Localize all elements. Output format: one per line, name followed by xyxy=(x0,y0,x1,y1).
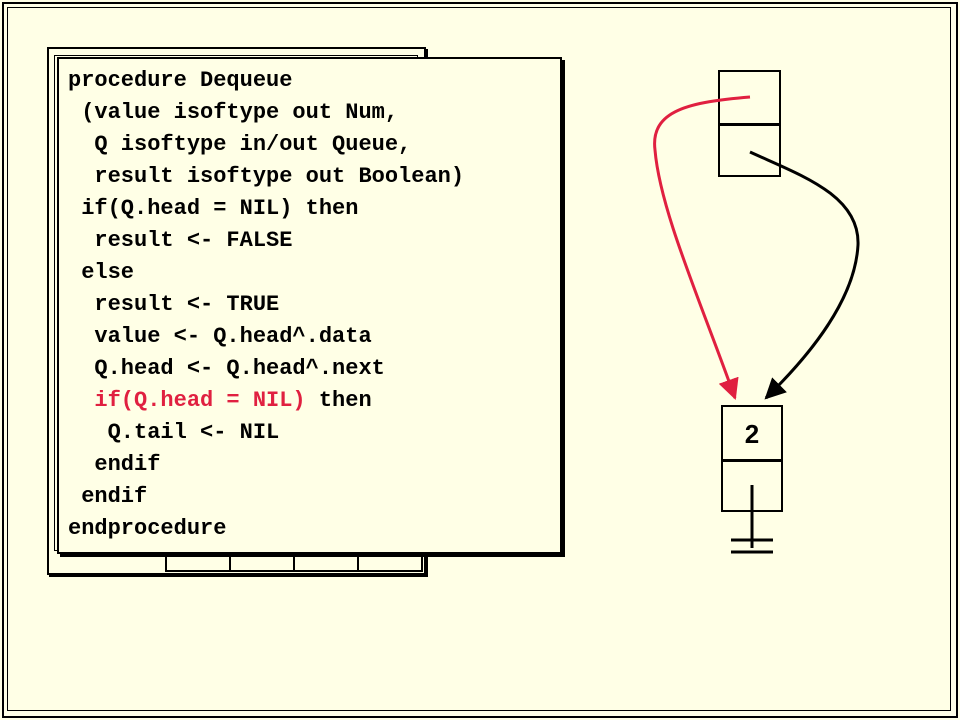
code-line: result <- TRUE xyxy=(68,292,280,317)
code-line: (value isoftype out Num, xyxy=(68,100,399,125)
queue-record-divider xyxy=(720,123,779,126)
code-keyword: then xyxy=(305,388,372,413)
code-line: if(Q.head = NIL) then xyxy=(68,385,464,417)
code-line: Q.head <- Q.head^.next xyxy=(68,356,385,381)
queue-record xyxy=(718,70,781,177)
code-line: Q.tail <- NIL xyxy=(68,420,280,445)
code-line: Q isoftype in/out Queue, xyxy=(68,132,412,157)
code-line: else xyxy=(68,260,135,285)
slide-inner-border xyxy=(7,7,951,711)
list-node-divider xyxy=(723,459,781,462)
dequeue-procedure-code: procedure Dequeue (value isoftype out Nu… xyxy=(68,65,464,545)
code-line: result isoftype out Boolean) xyxy=(68,164,465,189)
code-line: endif xyxy=(68,484,148,509)
list-node: 2 xyxy=(721,405,783,512)
code-line: value <- Q.head^.data xyxy=(68,324,372,349)
background-array-cells xyxy=(165,548,423,572)
list-node-data: 2 xyxy=(744,418,760,449)
code-line: result <- FALSE xyxy=(68,228,293,253)
code-line: procedure Dequeue xyxy=(68,68,293,93)
code-line: endprocedure xyxy=(68,516,227,541)
code-line: endif xyxy=(68,452,161,477)
code-panel: procedure Dequeue (value isoftype out Nu… xyxy=(57,57,562,554)
code-line: if(Q.head = NIL) then xyxy=(68,196,359,221)
array-cell xyxy=(357,548,423,572)
highlighted-condition: if(Q.head = NIL) xyxy=(68,388,306,413)
